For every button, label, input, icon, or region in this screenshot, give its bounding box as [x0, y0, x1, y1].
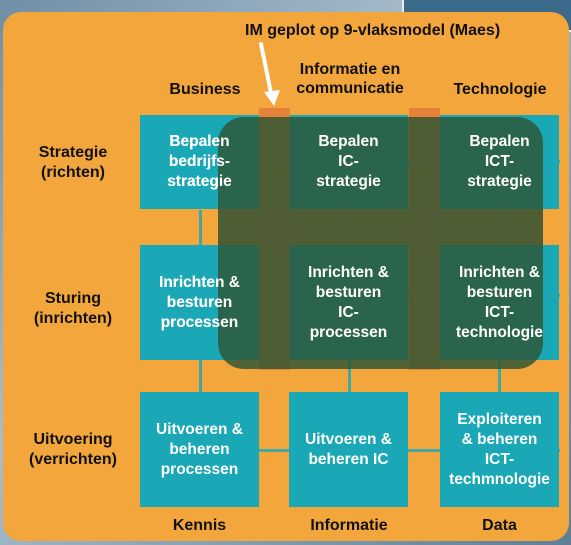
cell-strategie-technologie-text: Bepalen ICT- strategie: [467, 133, 532, 190]
footer-label-data: Data: [482, 517, 517, 534]
column-header-informatie: Informatie en communicatie: [296, 61, 404, 97]
cell-uitvoering-informatie: Uitvoeren & beheren IC: [289, 392, 408, 507]
cell-sturing-business-text: Inrichten & besturen processen: [159, 273, 240, 331]
im-overlay-area: [218, 117, 543, 369]
cell-strategie-business-text: Bepalen bedrijfs- strategie: [167, 133, 232, 190]
cell-strategie-informatie-text: Bepalen IC- strategie: [316, 133, 381, 190]
cell-uitvoering-business: Uitvoeren & beheren processen: [140, 392, 259, 507]
arrow-icon: [259, 42, 280, 106]
row-header-strategie: Strategie (richten): [38, 144, 108, 181]
column-header-business: Business: [169, 81, 241, 98]
row-header-uitvoering: Uitvoering (verrichten): [28, 431, 118, 468]
footer-label-informatie: Informatie: [310, 517, 388, 534]
cell-sturing-technologie-text: Inrichten & besturen ICT- technologie: [456, 263, 543, 341]
diagram-title: IM geplot op 9-vlaksmodel (Maes): [245, 22, 501, 39]
cell-uitvoering-technologie: Exploiteren & beheren ICT- techmnologie: [440, 392, 559, 507]
row-header-sturing: Sturing (inrichten): [33, 290, 113, 327]
footer-label-kennis: Kennis: [172, 517, 227, 534]
column-header-technologie: Technologie: [453, 81, 547, 98]
cell-sturing-informatie-text: Inrichten & besturen IC- processen: [308, 263, 389, 341]
